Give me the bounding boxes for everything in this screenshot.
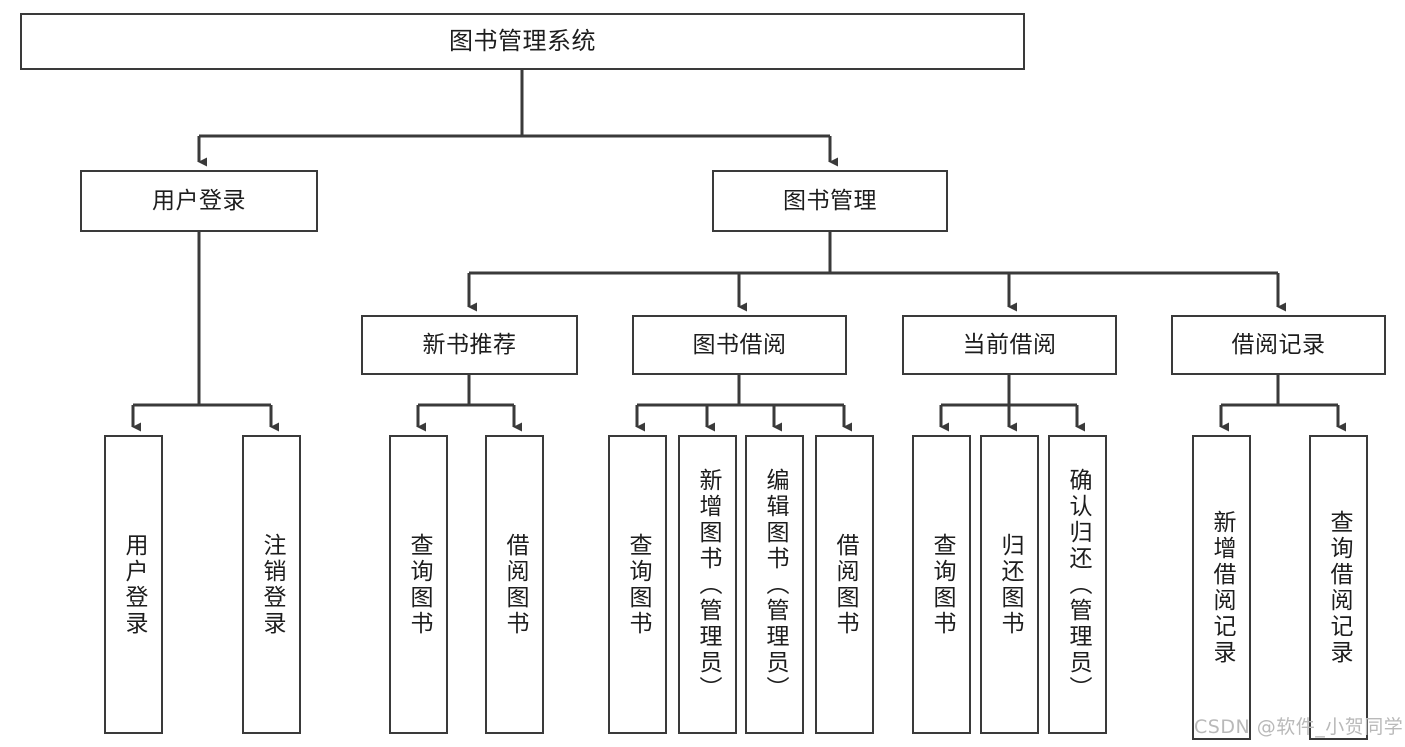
node-root-system[interactable]: 图书管理系统: [20, 13, 1025, 70]
node-label: 查询图书: [406, 532, 432, 637]
node-label: 借阅图书: [502, 532, 528, 637]
node-label: 借阅记录: [1231, 331, 1326, 358]
node-label: 确认归还（管理员）: [1065, 467, 1091, 702]
node-label: 查询图书: [625, 532, 651, 637]
node-label: 新增图书（管理员）: [695, 467, 721, 702]
node-label: 用户登录: [152, 187, 246, 214]
node-label: 查询图书: [929, 532, 955, 637]
node-label: 注销登录: [259, 532, 285, 637]
leaf-current-confirm-return[interactable]: 确认归还（管理员）: [1048, 435, 1107, 734]
node-label: 新书推荐: [422, 331, 517, 358]
node-user-login[interactable]: 用户登录: [80, 170, 318, 232]
node-label: 图书管理系统: [449, 26, 596, 55]
leaf-record-query[interactable]: 查询借阅记录: [1309, 435, 1368, 740]
leaf-borrow-lend-book[interactable]: 借阅图书: [815, 435, 874, 734]
node-label: 查询借阅记录: [1326, 509, 1352, 666]
node-label: 用户登录: [121, 532, 147, 637]
leaf-borrow-query-book[interactable]: 查询图书: [608, 435, 667, 734]
csdn-watermark: CSDN @软件_小贺同学: [1194, 716, 1404, 738]
leaf-new-book-query[interactable]: 查询图书: [389, 435, 448, 734]
node-label: 图书管理: [783, 187, 877, 214]
node-label: 图书借阅: [692, 331, 787, 358]
leaf-record-add[interactable]: 新增借阅记录: [1192, 435, 1251, 740]
leaf-user-login[interactable]: 用户登录: [104, 435, 163, 734]
leaf-borrow-edit-book[interactable]: 编辑图书（管理员）: [745, 435, 804, 734]
node-book-management[interactable]: 图书管理: [712, 170, 948, 232]
leaf-new-book-borrow[interactable]: 借阅图书: [485, 435, 544, 734]
leaf-borrow-add-book[interactable]: 新增图书（管理员）: [678, 435, 737, 734]
node-label: 编辑图书（管理员）: [762, 467, 788, 702]
node-label: 当前借阅: [962, 331, 1057, 358]
node-book-borrow[interactable]: 图书借阅: [632, 315, 847, 375]
leaf-current-return-book[interactable]: 归还图书: [980, 435, 1039, 734]
node-new-book-recommend[interactable]: 新书推荐: [361, 315, 578, 375]
leaf-current-query-book[interactable]: 查询图书: [912, 435, 971, 734]
node-borrow-record[interactable]: 借阅记录: [1171, 315, 1386, 375]
node-label: 借阅图书: [832, 532, 858, 637]
node-current-borrow[interactable]: 当前借阅: [902, 315, 1117, 375]
leaf-user-logout[interactable]: 注销登录: [242, 435, 301, 734]
node-label: 新增借阅记录: [1209, 509, 1235, 666]
node-label: 归还图书: [997, 532, 1023, 637]
